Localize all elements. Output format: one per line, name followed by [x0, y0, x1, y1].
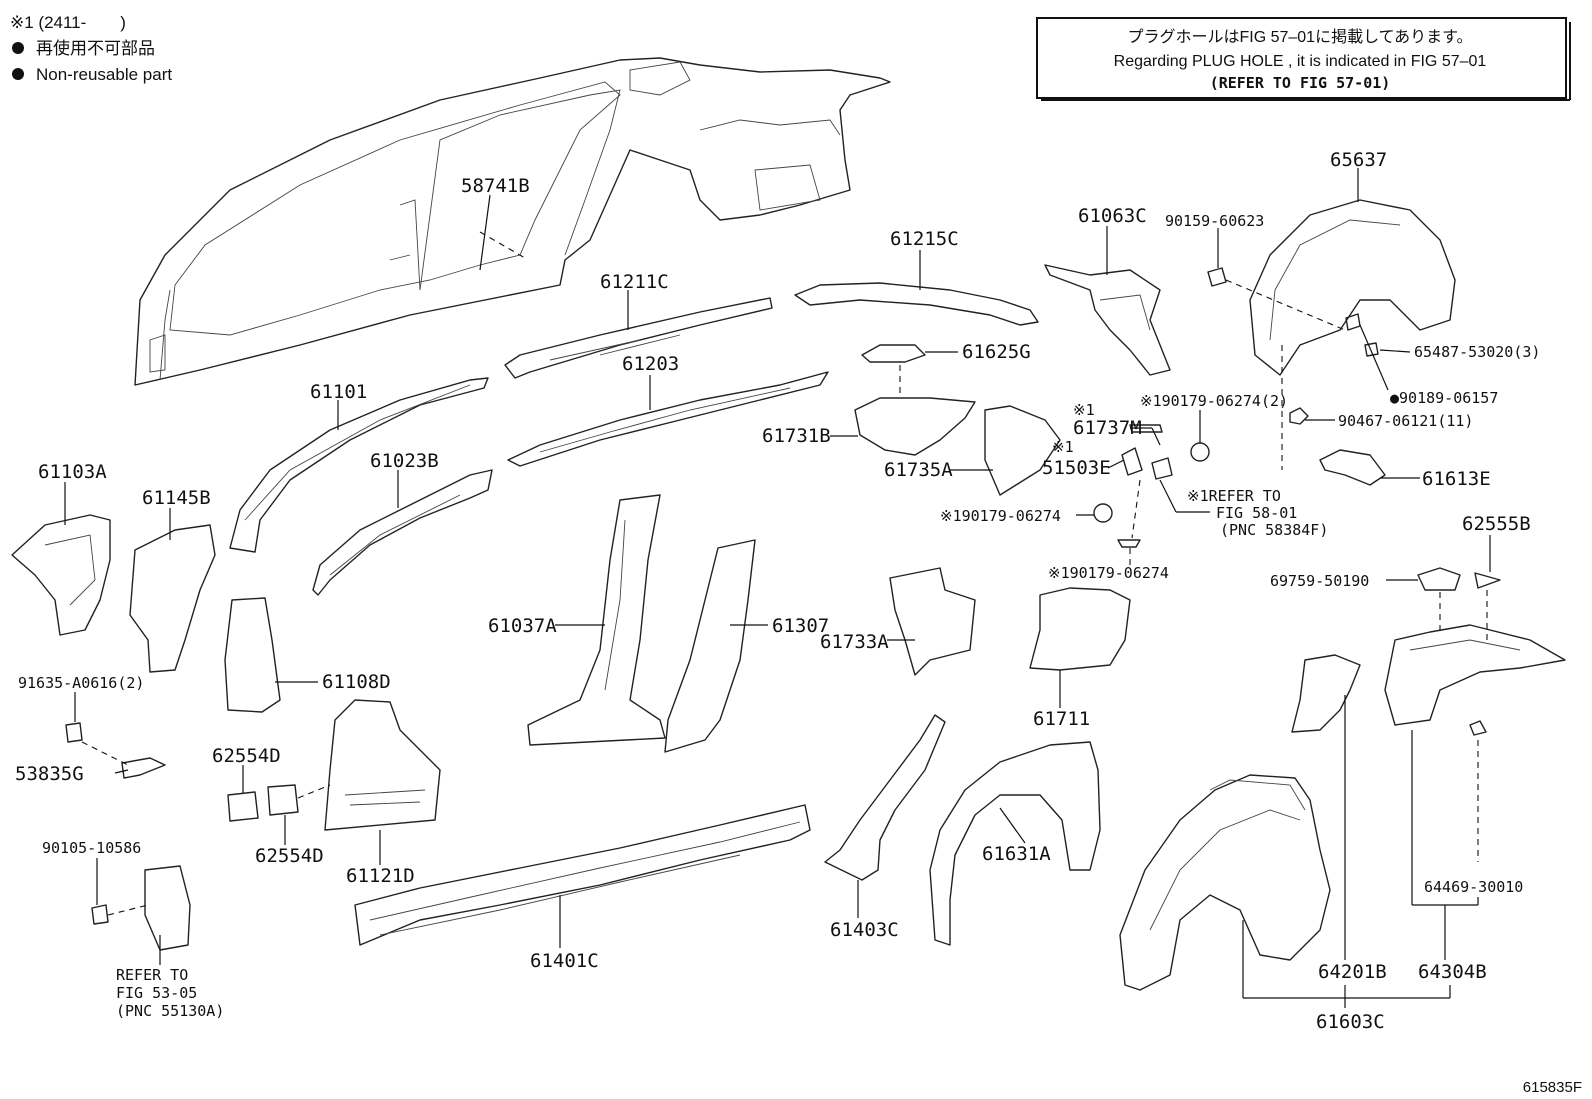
figure-number: 615835F — [1523, 1079, 1582, 1096]
label-61731B: 61731B — [762, 425, 831, 447]
label-51503E-mark: ※1 — [1052, 438, 1074, 456]
label-69759-50190: 69759-50190 — [1270, 572, 1369, 590]
nonreusable-dot-icon — [12, 68, 24, 80]
label-refer-58-line2: FIG 58-01 — [1216, 504, 1297, 522]
nonreusable-label-jp: 再使用不可部品 — [36, 38, 155, 58]
part-61731B-drawing — [854, 397, 976, 456]
body-side-outer-panel-drawing — [134, 57, 891, 386]
fastener-drawings — [65, 267, 1487, 951]
label-61211C: 61211C — [600, 271, 669, 293]
label-90467-06121: 90467-06121(11) — [1338, 412, 1473, 430]
part-64201B-drawing — [1291, 654, 1361, 733]
label-61101: 61101 — [310, 381, 367, 403]
nonreusable-dot-icon — [12, 42, 24, 54]
part-65637-drawing — [1249, 199, 1456, 376]
label-61037A: 61037A — [488, 615, 557, 637]
part-64304B-drawing — [1384, 624, 1566, 726]
label-64469-30010: 64469-30010 — [1424, 878, 1523, 896]
label-91635-A0616: 91635-A0616(2) — [18, 674, 144, 692]
part-61203-drawing — [507, 371, 829, 467]
label-refer-53-line3: (PNC 55130A) — [116, 1002, 224, 1020]
label-61737M-mark: ※1 — [1073, 401, 1095, 419]
part-61401C-drawing — [354, 804, 811, 946]
part-61121D-drawing — [324, 699, 441, 831]
part-61403C-drawing — [824, 714, 946, 881]
label-61403C: 61403C — [830, 919, 899, 941]
part-61108D-drawing — [224, 597, 281, 713]
serial-note: ※1 (2411- ) — [10, 13, 126, 32]
part-61215C-drawing — [794, 282, 1039, 326]
label-190179-06274-2: ※190179-06274(2) — [1140, 392, 1288, 410]
label-53835G: 53835G — [15, 763, 84, 785]
label-61103A: 61103A — [38, 461, 107, 483]
label-51503E: 51503E — [1042, 457, 1111, 479]
label-61737M: 61737M — [1073, 417, 1142, 439]
part-61145B-drawing — [129, 524, 216, 673]
label-refer-58-line3: (PNC 58384F) — [1220, 521, 1328, 539]
label-65487-53020: 65487-53020(3) — [1414, 343, 1540, 361]
label-refer-53-line2: FIG 53-05 — [116, 984, 197, 1002]
label-61733A: 61733A — [820, 631, 889, 653]
label-62554D-a: 62554D — [212, 745, 281, 767]
part-61103A-drawing — [11, 514, 111, 636]
nonreusable-label-en: Non-reusable part — [36, 65, 172, 84]
label-61215C: 61215C — [890, 228, 959, 250]
part-61733A-drawing — [889, 567, 976, 676]
legend: ※1 (2411- ) 再使用不可部品 Non-reusable part — [10, 13, 172, 84]
label-90159-60623: 90159-60623 — [1165, 212, 1264, 230]
plug-hole-note: プラグホールはFIG 57‒01に掲載してあります。 Regarding PLU… — [1036, 17, 1571, 101]
part-61631A-drawing — [929, 741, 1101, 946]
label-190179-06274-a: ※190179-06274 — [940, 507, 1061, 525]
part-61037A-drawing — [527, 494, 666, 746]
label-90105-10586: 90105-10586 — [42, 839, 141, 857]
note-line-ref: (REFER TO FIG 57-01) — [1210, 74, 1391, 92]
label-refer-53-line1: REFER TO — [116, 966, 188, 984]
label-61625G: 61625G — [962, 341, 1031, 363]
label-90189-06157: ●90189-06157 — [1390, 389, 1498, 407]
part-61307-drawing — [664, 539, 756, 753]
label-65637: 65637 — [1330, 149, 1387, 171]
part-labels: 58741B 61211C 61215C 61063C 90159-60623 … — [15, 149, 1540, 1033]
part-61711-drawing — [1029, 587, 1131, 671]
label-58741B: 58741B — [461, 175, 530, 197]
label-61735A: 61735A — [884, 459, 953, 481]
note-line-jp: プラグホールはFIG 57‒01に掲載してあります。 — [1127, 28, 1472, 46]
part-61603C-drawing — [1119, 774, 1331, 991]
label-61203: 61203 — [622, 353, 679, 375]
part-61625G-drawing — [861, 344, 926, 363]
part-62554D-a-drawing — [227, 791, 259, 822]
label-190179-06274-b: ※190179-06274 — [1048, 564, 1169, 582]
part-62554D-b-drawing — [267, 784, 299, 816]
label-refer-58-line1: ※1REFER TO — [1187, 487, 1281, 505]
label-61023B: 61023B — [370, 450, 439, 472]
part-62555B-drawing — [1474, 572, 1501, 589]
label-64304B: 64304B — [1418, 961, 1487, 983]
leader-lines — [64, 168, 1491, 1008]
label-61401C: 61401C — [530, 950, 599, 972]
label-61307: 61307 — [772, 615, 829, 637]
label-61108D: 61108D — [322, 671, 391, 693]
label-61121D: 61121D — [346, 865, 415, 887]
note-line-en: Regarding PLUG HOLE , it is indicated in… — [1114, 53, 1487, 70]
part-61211C-drawing — [504, 297, 773, 379]
label-61631A: 61631A — [982, 843, 1051, 865]
part-69759-drawing — [1417, 567, 1461, 591]
label-62554D-b: 62554D — [255, 845, 324, 867]
label-61145B: 61145B — [142, 487, 211, 509]
label-61603C: 61603C — [1316, 1011, 1385, 1033]
label-61711: 61711 — [1033, 708, 1090, 730]
part-61101-drawing — [229, 377, 489, 553]
label-61613E: 61613E — [1422, 468, 1491, 490]
label-62555B: 62555B — [1462, 513, 1531, 535]
label-64201B: 64201B — [1318, 961, 1387, 983]
part-61613E-drawing — [1319, 449, 1386, 486]
part-61023B-drawing — [312, 469, 493, 596]
part-61735A-drawing — [984, 405, 1061, 496]
part-61063C-drawing — [1044, 264, 1171, 376]
label-61063C: 61063C — [1078, 205, 1147, 227]
